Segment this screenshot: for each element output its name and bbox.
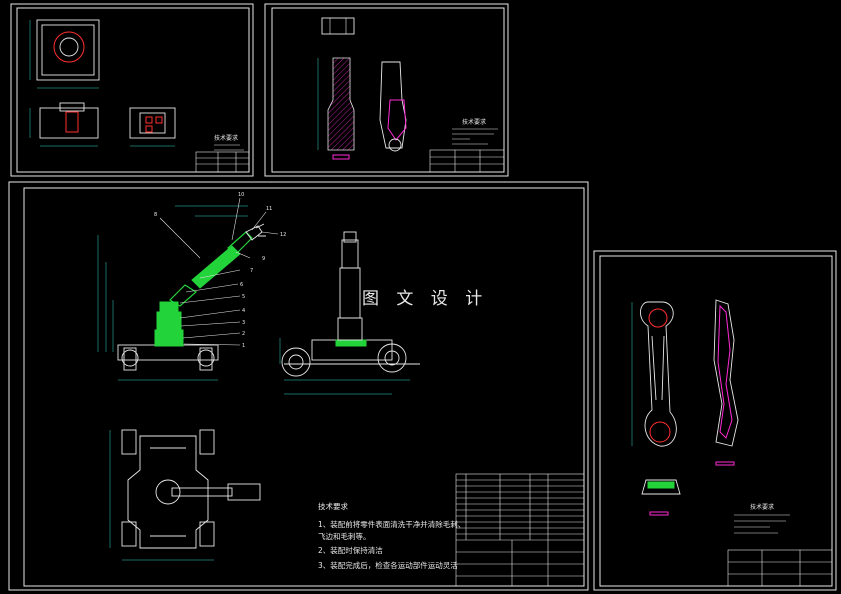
sheet-connecting-rod: 技术要求 xyxy=(593,250,837,591)
sheet-base-part: 技术要求 xyxy=(10,3,254,177)
balloon-11: 11 xyxy=(266,206,272,212)
sheet4-title-block xyxy=(727,549,833,587)
sheet4-note-title: 技术要求 xyxy=(750,503,774,511)
assembly-plan-view xyxy=(109,429,261,561)
assembly-front-view: 1 2 3 4 5 6 7 8 9 10 11 12 xyxy=(97,192,286,381)
sheet1-title-block xyxy=(195,151,250,173)
assembly-tech-requirements: 技术要求 1、装配前将零件表面清洗干净并清除毛刺、 飞边和毛刺等。 2、装配时保… xyxy=(318,501,465,570)
balloon-4: 4 xyxy=(242,308,245,314)
assembly-req-4: 3、装配完成后，检查各运动部件运动灵活 xyxy=(318,560,458,570)
assembly-req-1: 1、装配前将零件表面清洗干净并清除毛刺、 xyxy=(318,519,465,529)
assembly-side-view xyxy=(279,231,420,395)
assembly-parts-list xyxy=(455,473,585,587)
sheet-assembly: 1 2 3 4 5 6 7 8 9 10 11 12 xyxy=(8,181,589,591)
balloon-9: 9 xyxy=(262,256,265,262)
sheet-link-part: 技术要求 xyxy=(264,3,509,177)
watermark-text: 图 文 设 计 xyxy=(362,289,488,309)
sheet1-note-title: 技术要求 xyxy=(214,134,238,142)
balloon-12: 12 xyxy=(280,232,286,238)
balloon-1: 1 xyxy=(242,343,245,349)
balloon-5: 5 xyxy=(242,294,245,300)
sheet2-note-title: 技术要求 xyxy=(462,118,486,126)
sheet2-title-block xyxy=(429,149,505,173)
assembly-req-title: 技术要求 xyxy=(318,501,348,511)
balloon-6: 6 xyxy=(240,282,243,288)
assembly-req-3: 2、装配时保持清洁 xyxy=(318,545,383,555)
balloon-3: 3 xyxy=(242,320,245,326)
balloon-2: 2 xyxy=(242,331,245,337)
assembly-req-2: 飞边和毛刺等。 xyxy=(318,531,371,541)
balloon-7: 7 xyxy=(250,268,253,274)
balloon-10: 10 xyxy=(238,192,244,198)
balloon-8: 8 xyxy=(154,212,157,218)
